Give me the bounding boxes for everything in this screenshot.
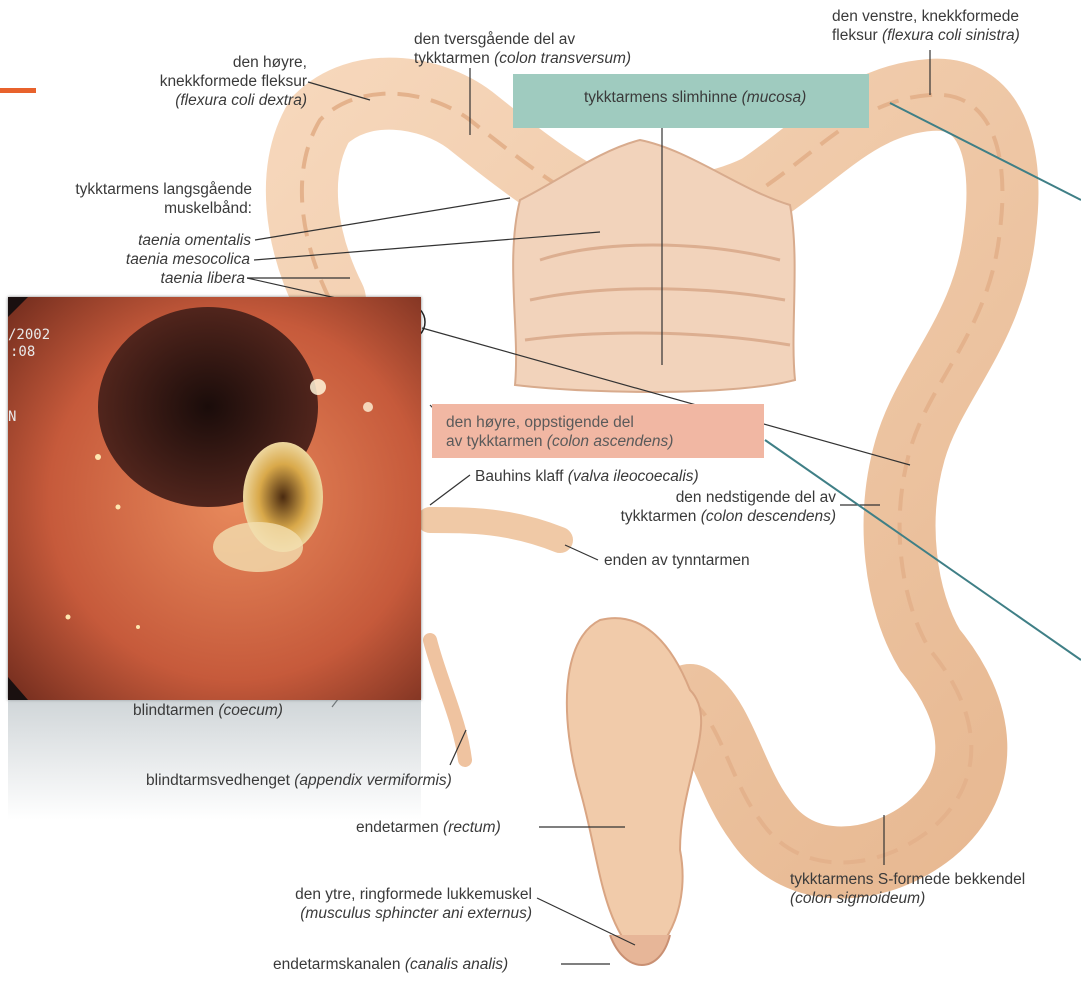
anal-canal-shape [610, 935, 670, 965]
label-flexura-sinistra: den venstre, knekkformede fleksur (flexu… [832, 7, 1020, 45]
label-mucosa: tykktarmens slimhinne (mucosa) [584, 88, 806, 107]
label-sphincter: den ytre, ringformede lukkemuskel (muscu… [295, 885, 532, 923]
photo-side-text: N [8, 409, 16, 425]
label-flexura-dextra: den høyre, knekkformede fleksur (flexura… [160, 53, 307, 110]
rectum-shape [567, 618, 701, 960]
label-canalis: endetarmskanalen (canalis analis) [273, 955, 508, 974]
label-taenia-libera: taenia libera [161, 269, 245, 288]
label-bauhin: Bauhins klaff (valva ileocoecalis) [475, 467, 699, 486]
label-ileum-end: enden av tynntarmen [604, 551, 750, 570]
endoscopy-photo: /2002 :08 N [8, 297, 421, 700]
label-ascendens: den høyre, oppstigende del av tykktarmen… [446, 413, 673, 451]
photo-date-text: /2002 [8, 327, 50, 343]
label-taenia-mesocolica: taenia mesocolica [126, 250, 250, 269]
label-muscle-bands: tykktarmens langsgående muskelbånd: [75, 180, 252, 218]
label-descendens: den nedstigende del av tykktarmen (colon… [621, 488, 836, 526]
photo-time-text: :08 [10, 344, 35, 360]
label-rectum: endetarmen (rectum) [356, 818, 501, 837]
small-intestine-end [430, 520, 560, 540]
appendix-shape [430, 640, 465, 760]
label-transversum: den tversgående del av tykktarmen (colon… [414, 30, 631, 68]
label-coecum: blindtarmen (coecum) [133, 701, 283, 720]
endoscopy-image [8, 297, 421, 700]
label-sigmoideum: tykktarmens S-formede bekkendel (colon s… [790, 870, 1025, 908]
label-appendix: blindtarmsvedhenget (appendix vermiformi… [146, 771, 452, 790]
label-taenia-omentalis: taenia omentalis [138, 231, 251, 250]
